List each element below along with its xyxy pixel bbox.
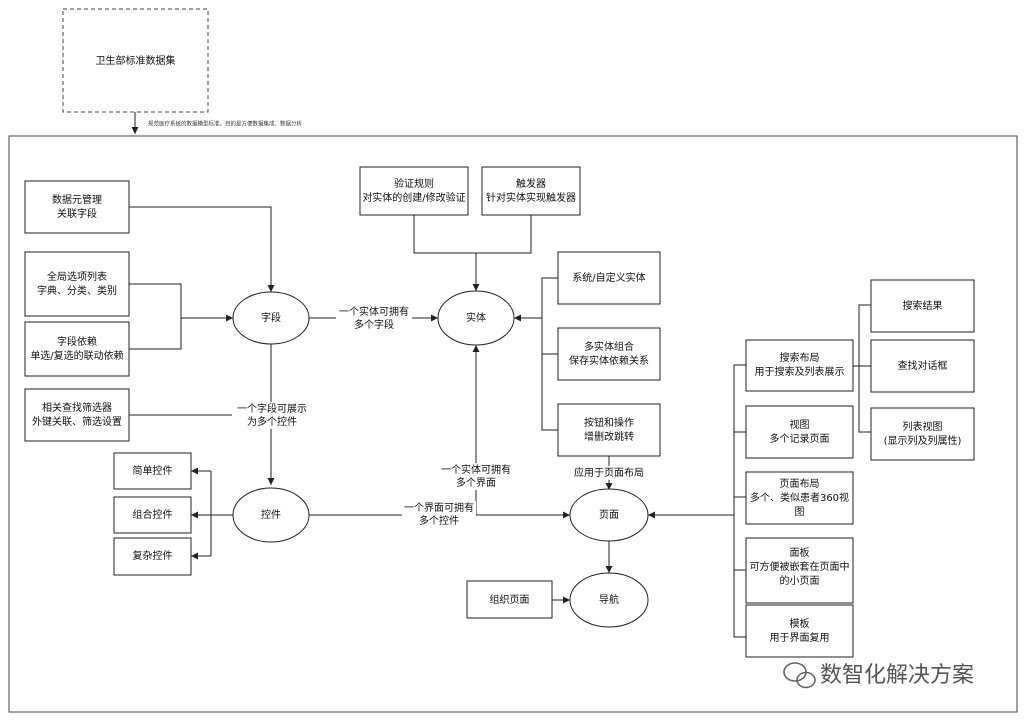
node-search-layout: 搜索布局 用于搜索及列表展示 — [745, 339, 854, 392]
svg-text:一个实体可拥有: 一个实体可拥有 — [339, 305, 409, 318]
svg-text:控件: 控件 — [261, 508, 281, 521]
svg-text:数据元管理: 数据元管理 — [52, 193, 102, 206]
node-combo-control: 组合控件 — [113, 496, 192, 534]
svg-text:增删改跳转: 增删改跳转 — [584, 430, 634, 443]
svg-text:验证规则: 验证规则 — [394, 177, 434, 190]
edge-options-dependency-bracket — [129, 283, 182, 350]
standard-dataset-box: 卫生部标准数据集 — [62, 8, 209, 113]
svg-text:字段: 字段 — [261, 311, 281, 324]
svg-text:简单控件: 简单控件 — [133, 464, 173, 477]
svg-text:导航: 导航 — [599, 593, 619, 606]
standard-dataset-label: 卫生部标准数据集 — [96, 54, 176, 67]
watermark: 数智化解决方案 — [783, 662, 974, 689]
node-system-entity: 系统/自定义实体 — [557, 251, 661, 305]
svg-text:多实体组合: 多实体组合 — [584, 340, 634, 353]
svg-text:查找对话框: 查找对话框 — [898, 359, 948, 372]
svg-text:搜索布局: 搜索布局 — [780, 351, 820, 364]
svg-text:触发器: 触发器 — [516, 177, 546, 190]
svg-text:图: 图 — [795, 506, 805, 518]
svg-text:一个实体可拥有: 一个实体可拥有 — [441, 463, 511, 476]
svg-text:页面布局: 页面布局 — [780, 478, 820, 490]
svg-text:视图: 视图 — [790, 418, 810, 431]
node-search-result: 搜索结果 — [870, 279, 975, 333]
edge-label-entity-fields: 一个实体可拥有 多个字段 — [336, 305, 412, 331]
edge-label-field-controls: 一个字段可展示 为多个控件 — [232, 402, 312, 429]
node-field: 字段 — [232, 291, 310, 345]
svg-text:多个记录页面: 多个记录页面 — [770, 432, 830, 445]
edge-label-applied-layout: 应用于页面布局 — [571, 466, 647, 480]
dataset-note: 规范医疗系统的数据模型标准，目的是方便数据集成、数据分析 — [148, 120, 303, 128]
svg-text:页面: 页面 — [599, 509, 619, 521]
svg-text:针对实体实现触发器: 针对实体实现触发器 — [486, 191, 576, 204]
node-data-element: 数据元管理 关联字段 — [24, 180, 130, 234]
svg-text:多个、类似患者360视: 多个、类似患者360视 — [750, 491, 849, 504]
watermark-text: 数智化解决方案 — [820, 663, 974, 688]
node-simple-control: 简单控件 — [113, 452, 192, 490]
node-template: 模板 用于界面复用 — [745, 604, 854, 658]
svg-text:可方便被嵌套在页面中: 可方便被嵌套在页面中 — [750, 560, 850, 573]
node-related-filter: 相关查找筛选器 外键关联、筛选设置 — [24, 388, 130, 442]
node-buttons-actions: 按钮和操作 增删改跳转 — [557, 403, 661, 457]
node-entity: 实体 — [437, 290, 515, 346]
edge-validation-trigger-bracket — [413, 215, 532, 254]
svg-text:相关查找筛选器: 相关查找筛选器 — [42, 401, 112, 414]
svg-text:多个字段: 多个字段 — [354, 318, 394, 331]
svg-text:模板: 模板 — [790, 617, 810, 630]
svg-text:用于界面复用: 用于界面复用 — [770, 631, 830, 644]
svg-text:用于搜索及列表展示: 用于搜索及列表展示 — [755, 365, 845, 378]
svg-text:系统/自定义实体: 系统/自定义实体 — [572, 271, 645, 284]
svg-text:按钮和操作: 按钮和操作 — [584, 416, 634, 429]
svg-text:复杂控件: 复杂控件 — [133, 549, 173, 562]
node-multi-entity: 多实体组合 保存实体依赖关系 — [557, 327, 661, 381]
svg-text:字段依赖: 字段依赖 — [57, 335, 97, 348]
svg-text:一个界面可拥有: 一个界面可拥有 — [404, 501, 474, 514]
node-page: 页面 — [569, 488, 649, 542]
svg-text:搜索结果: 搜索结果 — [903, 299, 943, 312]
node-field-dependency: 字段依赖 单选/复选的联动依赖 — [24, 321, 130, 377]
svg-text:多个控件: 多个控件 — [419, 514, 459, 527]
svg-text:(显示列及列属性): (显示列及列属性) — [884, 434, 962, 447]
svg-text:应用于页面布局: 应用于页面布局 — [574, 466, 644, 479]
svg-text:组织页面: 组织页面 — [490, 593, 530, 606]
svg-text:一个字段可展示: 一个字段可展示 — [237, 402, 307, 415]
edge-label-entity-pages: 一个实体可拥有 多个界面 — [440, 463, 514, 490]
svg-text:关联字段: 关联字段 — [57, 207, 97, 220]
svg-text:单选/复选的联动依赖: 单选/复选的联动依赖 — [30, 349, 123, 362]
svg-text:字典、分类、类别: 字典、分类、类别 — [37, 284, 117, 297]
node-navigation: 导航 — [569, 572, 649, 628]
edge-data-element-to-field — [129, 206, 275, 292]
node-trigger: 触发器 针对实体实现触发器 — [481, 166, 581, 216]
node-control: 控件 — [232, 487, 310, 543]
node-complex-control: 复杂控件 — [113, 537, 192, 576]
node-validation-rules: 验证规则 对实体的创建/修改验证 — [359, 166, 469, 216]
svg-text:为多个控件: 为多个控件 — [247, 415, 297, 428]
svg-text:列表视图: 列表视图 — [903, 420, 943, 433]
svg-text:实体: 实体 — [466, 311, 486, 324]
node-page-layout: 页面布局 多个、类似患者360视 图 — [745, 471, 854, 525]
node-view: 视图 多个记录页面 — [745, 405, 854, 459]
main-frame — [8, 135, 1018, 713]
svg-text:面板: 面板 — [790, 546, 810, 559]
svg-text:多个界面: 多个界面 — [456, 476, 496, 489]
node-global-options: 全局选项列表 字典、分类、类别 — [24, 251, 130, 317]
wechat-logo-icon — [783, 662, 816, 689]
edge-label-page-controls: 一个界面可拥有 多个控件 — [402, 501, 476, 528]
svg-text:组合控件: 组合控件 — [133, 508, 173, 521]
svg-text:对实体的创建/修改验证: 对实体的创建/修改验证 — [362, 191, 465, 204]
node-organize-page: 组织页面 — [466, 580, 553, 619]
edge-right-column-bracket — [733, 364, 746, 638]
edge-search-bracket — [858, 304, 871, 433]
svg-text:外键关联、筛选设置: 外键关联、筛选设置 — [32, 415, 122, 428]
svg-text:保存实体依赖关系: 保存实体依赖关系 — [569, 354, 649, 367]
svg-text:的小页面: 的小页面 — [780, 574, 820, 587]
node-find-dialog: 查找对话框 — [870, 339, 975, 393]
node-list-view: 列表视图 (显示列及列属性) — [870, 407, 975, 461]
svg-text:全局选项列表: 全局选项列表 — [47, 270, 107, 283]
node-panel: 面板 可方便被嵌套在页面中 的小页面 — [745, 537, 854, 604]
